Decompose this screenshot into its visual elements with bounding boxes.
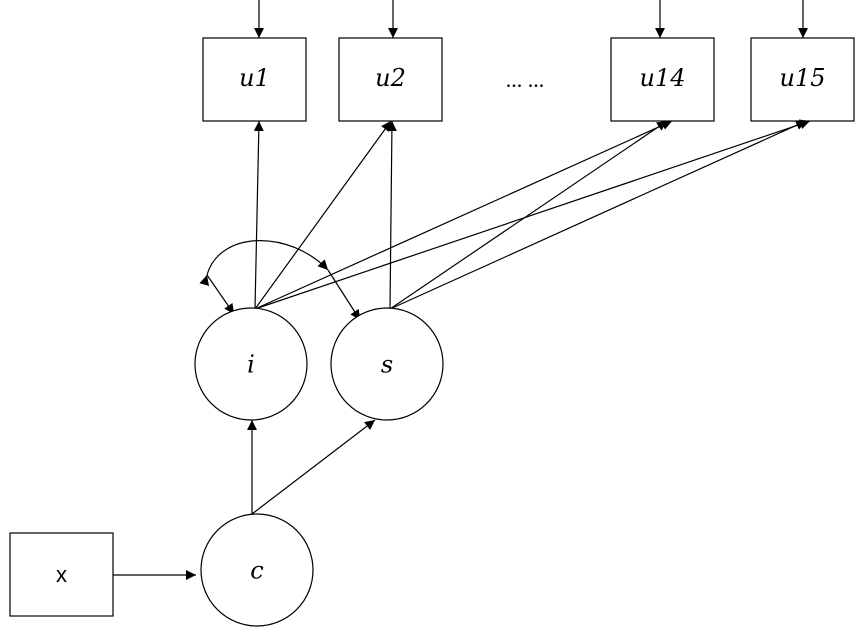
covariate-x-box (9, 532, 114, 617)
path-c-to-s (251, 419, 376, 515)
observed-u2-label: u2 (375, 64, 406, 92)
observed-u2-box (338, 37, 443, 122)
loading-i-to-u1 (253, 120, 264, 310)
latent-s-circle (330, 307, 444, 421)
covariance-leg-s (327, 269, 361, 321)
observed-u1-label: u1 (239, 64, 270, 92)
latent-i-label: i (247, 351, 255, 379)
loading-s-to-u2 (386, 120, 397, 310)
latent-s-label: s (381, 351, 393, 379)
observed-u14-label: u14 (640, 64, 686, 92)
observed-u15-box (750, 37, 855, 122)
covariate-x-label: x (56, 562, 67, 587)
covariance-i-s (199, 240, 329, 286)
loading-i-to-u2 (254, 120, 392, 310)
observed-ellipsis: ... ... (506, 67, 545, 92)
loading-s-to-u15 (389, 120, 807, 310)
observed-u15-label: u15 (780, 64, 826, 92)
loading-s-to-u14 (389, 120, 668, 310)
observed-u1-box (202, 37, 307, 122)
loading-i-to-u14 (254, 120, 673, 310)
observed-u14-box (610, 37, 715, 122)
loading-i-to-u15 (254, 119, 811, 310)
latent-c-circle (200, 513, 314, 627)
latent-c-label: c (250, 557, 263, 585)
covariance-leg-i (206, 274, 235, 315)
